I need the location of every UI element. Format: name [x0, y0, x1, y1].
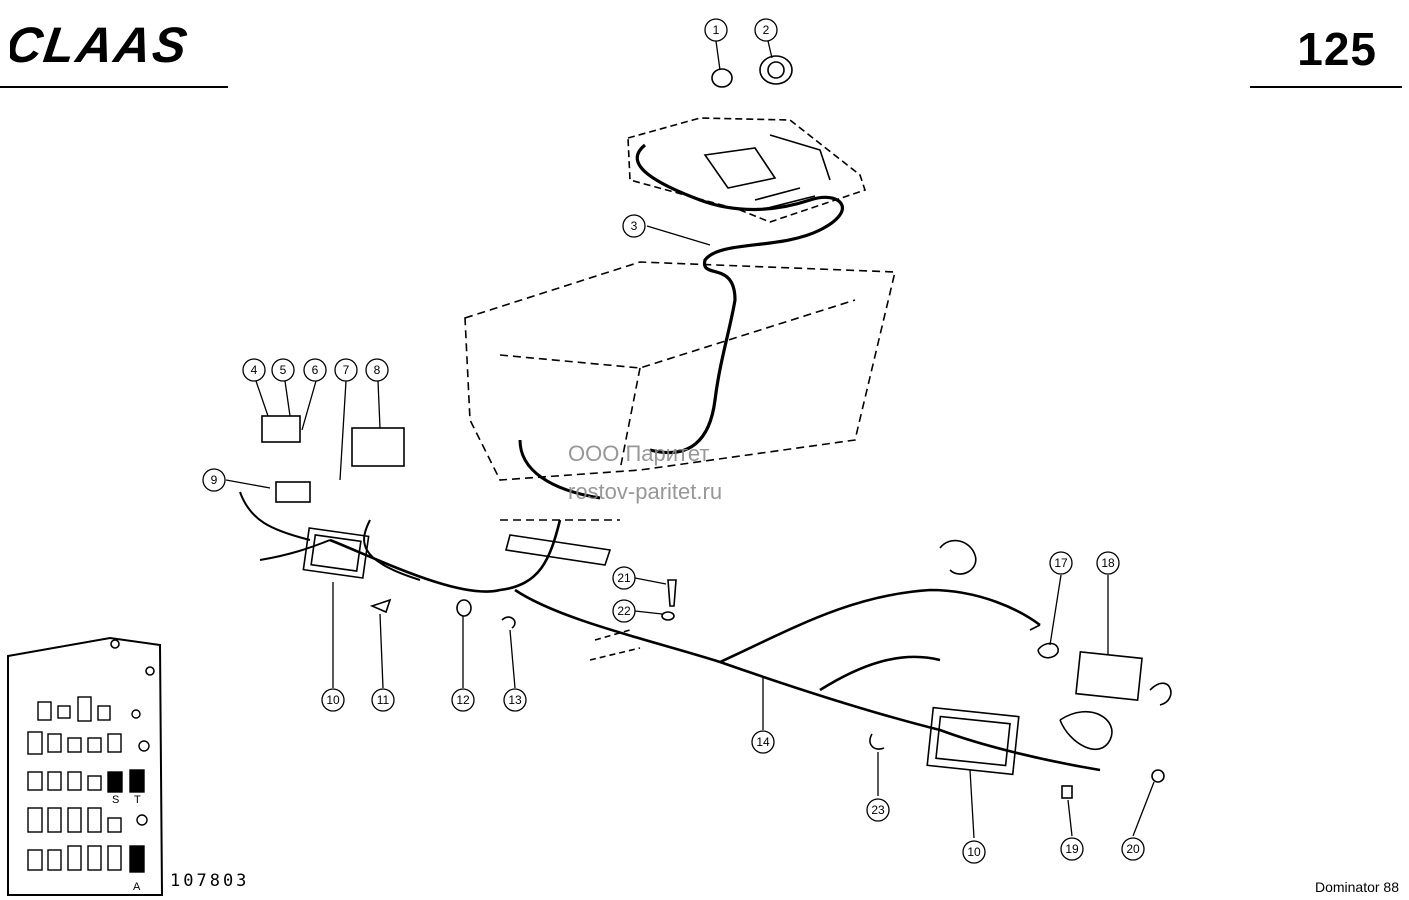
part-21 [667, 579, 677, 607]
callout-18: 18 [1101, 556, 1115, 570]
callout-4: 4 [251, 363, 258, 377]
callout-12: 12 [456, 693, 470, 707]
header-rule-left [0, 86, 228, 88]
fuse-label-s: S [112, 794, 119, 806]
part-13 [501, 616, 516, 629]
callout-5: 5 [280, 363, 287, 377]
part-20 [1151, 769, 1165, 783]
callout-8: 8 [374, 363, 381, 377]
part-23 [869, 733, 885, 750]
callout-3: 3 [631, 219, 638, 233]
leader-lines [225, 40, 1155, 839]
harness-3 [635, 143, 844, 455]
cab-body [464, 261, 897, 481]
callout-20: 20 [1126, 842, 1140, 856]
fuse-panel [7, 636, 164, 896]
part-1 [711, 68, 733, 88]
fuse-label-t: T [134, 794, 141, 806]
relay-8 [351, 427, 405, 467]
part-12 [456, 599, 472, 617]
control-console [627, 117, 867, 223]
model-name: Dominator 88 [1314, 879, 1399, 895]
fuse-rows [27, 696, 150, 873]
work-lamp-10a [302, 527, 370, 579]
page-number: 125 [1297, 23, 1377, 75]
part-2 [759, 55, 793, 85]
callout-23: 23 [871, 803, 885, 817]
callout-19: 19 [1065, 842, 1079, 856]
part-11 [369, 598, 392, 614]
work-lamp-10b [926, 706, 1020, 776]
callout-2: 2 [763, 23, 770, 37]
claas-logo: CLAAS [10, 18, 192, 70]
fuse-label-a: A [133, 881, 141, 893]
watermark-company: ООО Паритет [568, 441, 710, 466]
callout-11: 11 [377, 693, 390, 707]
part-17 [1037, 642, 1059, 659]
callout-13: 13 [508, 693, 522, 707]
callout-17: 17 [1054, 556, 1068, 570]
part-19 [1061, 785, 1073, 799]
harness-14 [329, 519, 1101, 772]
part-22 [661, 611, 675, 621]
switch-9 [275, 481, 311, 503]
callout-9: 9 [211, 473, 218, 487]
callout-14: 14 [756, 735, 770, 749]
relay-18 [1075, 650, 1143, 702]
callout-7: 7 [343, 363, 350, 377]
callout-22: 22 [617, 604, 631, 618]
callout-1: 1 [713, 23, 720, 37]
svg-text:CLAAS: CLAAS [10, 18, 192, 70]
callout-10b: 10 [967, 845, 981, 859]
callout-circles [202, 18, 1145, 864]
callout-6: 6 [312, 363, 319, 377]
watermark-url: rostov-paritet.ru [568, 479, 723, 504]
header-rule-right [1250, 86, 1402, 88]
callout-10a: 10 [326, 693, 340, 707]
callout-21: 21 [617, 571, 631, 585]
drawing-number: 107803 [170, 871, 250, 891]
switch-4 [261, 415, 301, 443]
